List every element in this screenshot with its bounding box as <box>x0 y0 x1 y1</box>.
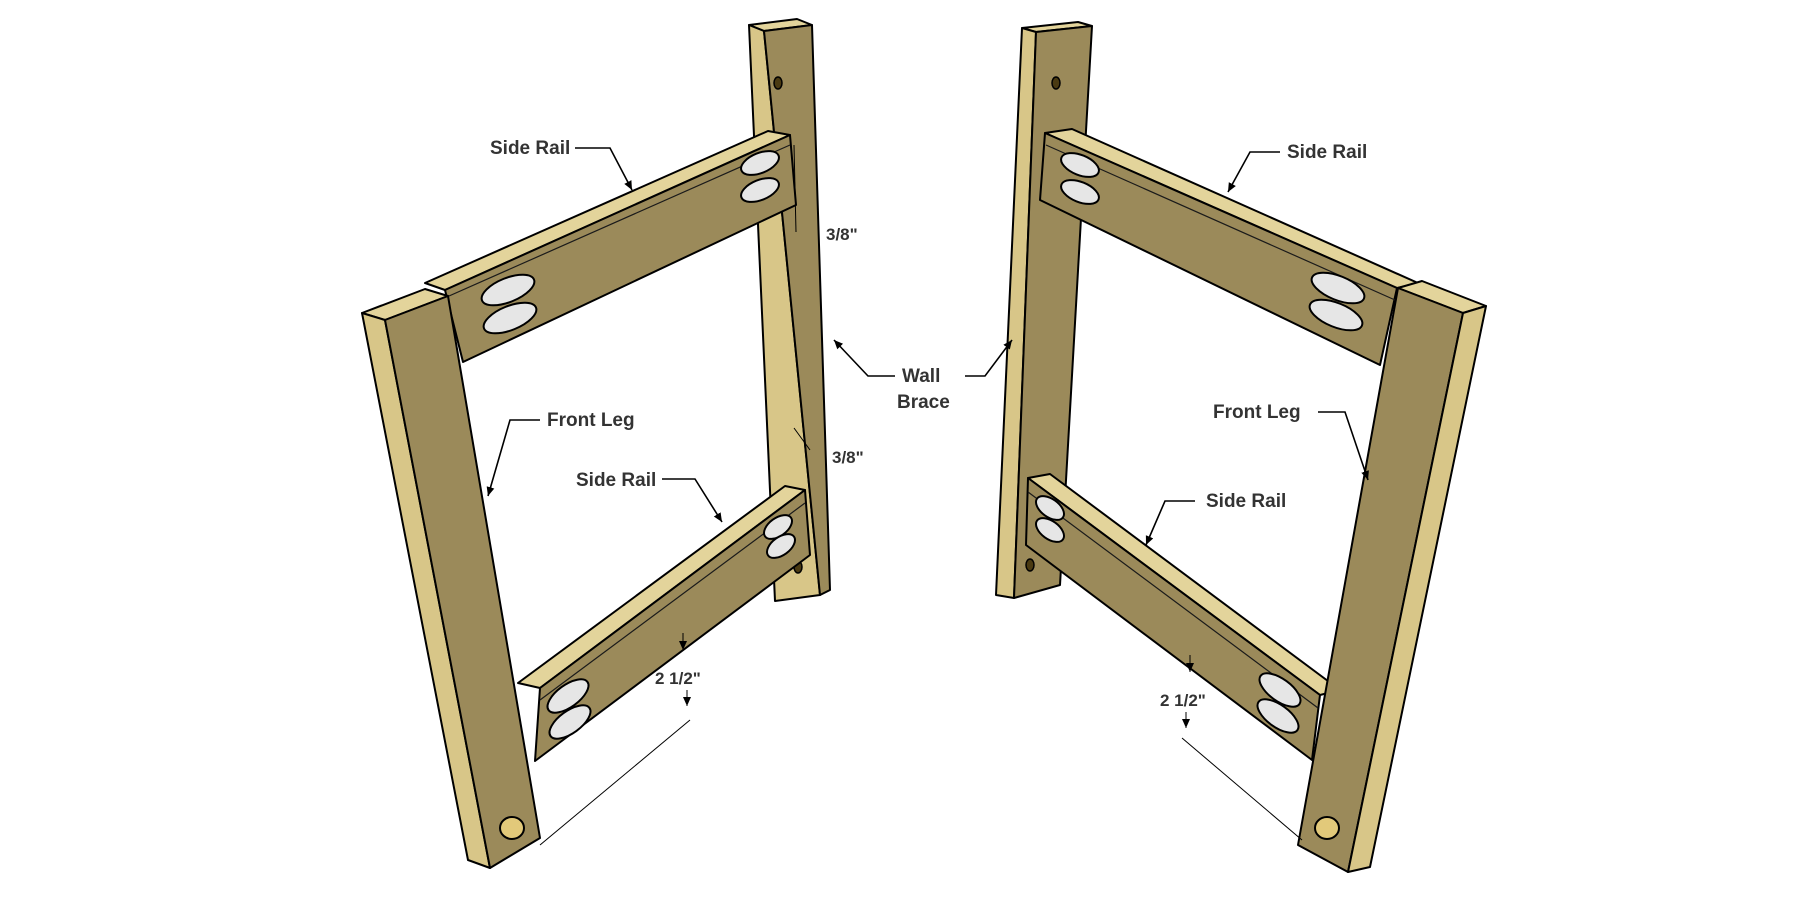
label-side-rail-bottom-right: Side Rail <box>1206 491 1286 512</box>
dowel-plug <box>1314 816 1340 840</box>
pocket-hole <box>1060 152 1100 178</box>
pocket-hole <box>1258 672 1302 708</box>
label-wall-brace-line2: Brace <box>897 392 950 413</box>
pocket-hole <box>740 177 780 203</box>
dowel-plug <box>499 816 525 840</box>
pocket-hole <box>1035 495 1065 521</box>
label-side-rail-top-right: Side Rail <box>1287 142 1367 163</box>
pocket-hole <box>1060 179 1100 205</box>
pocket-hole <box>1035 517 1065 543</box>
left-upper-side-rail <box>424 130 797 363</box>
dim-rail-height-left: 2 1/2" <box>655 669 701 688</box>
labels: Side Rail Front Leg Side Rail Wall Brace… <box>490 138 1367 710</box>
label-side-rail-top-left: Side Rail <box>490 138 570 159</box>
pocket-hole <box>766 533 796 559</box>
right-side-frame <box>995 21 1487 873</box>
dim-offset-upper-left: 3/8" <box>826 225 858 244</box>
left-front-leg <box>361 288 541 869</box>
pocket-hole <box>740 150 780 176</box>
left-side-frame <box>361 18 831 869</box>
dim-rail-height-right: 2 1/2" <box>1160 691 1206 710</box>
pocket-hole <box>546 678 590 714</box>
right-upper-side-rail <box>1039 128 1419 366</box>
pocket-hole <box>480 273 536 307</box>
left-lower-side-rail <box>517 485 811 762</box>
callouts <box>486 147 1369 846</box>
right-lower-side-rail <box>1025 473 1341 761</box>
label-wall-brace-line1: Wall <box>902 366 940 387</box>
pocket-hole <box>1310 271 1366 305</box>
dim-offset-lower-left: 3/8" <box>832 448 864 467</box>
right-front-leg <box>1297 280 1487 873</box>
pocket-hole <box>482 301 538 335</box>
pocket-hole <box>1308 298 1364 332</box>
label-front-leg-left: Front Leg <box>547 410 635 431</box>
pocket-hole <box>1256 698 1300 734</box>
label-side-rail-bottom-left: Side Rail <box>576 470 656 491</box>
pocket-hole <box>548 704 592 740</box>
label-front-leg-right: Front Leg <box>1213 402 1301 423</box>
